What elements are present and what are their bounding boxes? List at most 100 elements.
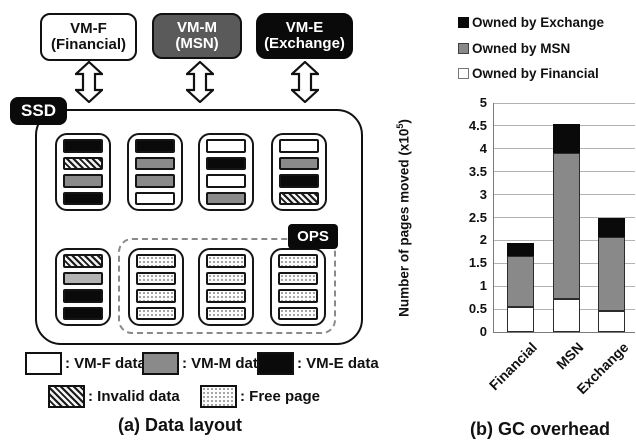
exchange-legend-swatch-icon [458,17,469,28]
caption-a: (a) Data layout [117,415,243,435]
invalid-swatch-icon [48,385,85,408]
ops-region [118,238,336,334]
vm-e-box: VM-E (Exchange) [256,13,353,59]
vm-e-subtitle: (Exchange) [264,35,345,52]
bar-segment [552,123,580,154]
flash-page-vmm [135,156,175,170]
flash-block [271,133,327,211]
bar-segment [597,236,625,312]
msn-legend-swatch-icon [458,43,469,54]
flash-page-free [206,254,246,268]
vm-m-name: VM-M [177,18,217,36]
stacked-bar-msn [552,123,580,332]
y-tick-label: 2 [479,232,487,248]
legend-item-vmf-data: : VM-F data [25,352,146,375]
caption-b: (b) GC overhead [469,419,611,439]
y-tick-label: 3 [479,186,487,202]
x-category-label: Financial [486,339,541,394]
y-tick-label: 0.5 [468,301,487,317]
stacked-bar-exchange [597,217,625,332]
flash-block [55,133,111,211]
flash-page-vmm [206,191,246,205]
vme-swatch-icon [257,352,294,375]
double-arrow-icon [186,61,214,103]
flash-page-free [278,306,318,320]
chart-legend-financial: Owned by Financial [458,66,599,81]
flash-page-vme [63,191,103,205]
flash-block-free [128,248,184,326]
chart-legend-msn: Owned by MSN [458,41,570,56]
vmf-swatch-icon [25,352,62,375]
flash-page-vme [63,139,103,153]
flash-block [127,133,183,211]
double-arrow-icon [75,61,103,103]
flash-page-vme [279,174,319,188]
y-tick-label: 1 [479,278,487,294]
vm-f-box: VM-F (Financial) [40,13,137,61]
flash-page-vmm [279,156,319,170]
bar-segment [506,306,534,332]
y-axis-title: Number of pages moved (x105) [395,119,412,317]
flash-page-free [206,271,246,285]
flash-page-free [136,289,176,303]
vm-f-name: VM-F [70,19,107,37]
financial-legend-swatch-icon [458,68,469,79]
flash-page-vmf [279,139,319,153]
flash-page-vmf [135,191,175,205]
flash-page-free [136,306,176,320]
flash-block-free [270,248,326,326]
bar-segment [597,311,625,332]
flash-page-vmm [135,174,175,188]
flash-page-free [136,254,176,268]
flash-page-free [206,289,246,303]
flash-page-free [136,271,176,285]
vmm-swatch-icon [142,352,179,375]
flash-page-vmm [63,174,103,188]
flash-block-free [198,248,254,326]
flash-page-free [278,254,318,268]
bar-segment [597,217,625,237]
flash-page-invalid [63,254,103,268]
free-swatch-icon [200,385,237,408]
flash-page-invalid [279,191,319,205]
chart-plot-area [493,102,635,333]
legend-item-vme-data: : VM-E data [257,352,379,375]
stacked-bar-financial [506,242,534,332]
flash-page-vme [206,156,246,170]
flash-page-vmf [206,174,246,188]
flash-page-vme [135,139,175,153]
flash-page-vmf [206,139,246,153]
flash-block [55,248,111,326]
legend-item-vmm-data: : VM-M data [142,352,266,375]
gridline [494,102,635,104]
flash-page-vme [63,306,103,320]
legend-item-invalid-data: : Invalid data [48,385,180,408]
vm-m-box: VM-M (MSN) [152,13,242,59]
flash-page-vme [63,289,103,303]
bar-segment [506,242,534,257]
ssd-label: SSD [10,97,67,125]
vm-e-name: VM-E [285,18,324,36]
bar-segment [552,153,580,299]
chart-legend-exchange: Owned by Exchange [458,15,604,30]
vm-f-subtitle: (Financial) [50,36,126,53]
flash-page-vmm_light [63,271,103,285]
bar-segment [506,256,534,307]
flash-page-free [206,306,246,320]
ops-label: OPS [288,224,338,249]
x-category-label: MSN [552,339,587,373]
flash-page-free [278,271,318,285]
y-tick-label: 2.5 [468,209,487,225]
y-tick-label: 0 [479,324,487,339]
y-tick-label: 4.5 [468,117,487,133]
bar-segment [552,299,580,332]
flash-page-free [278,289,318,303]
flash-block [198,133,254,211]
flash-page-invalid [63,156,103,170]
legend-item-free-page: : Free page [200,385,320,408]
y-tick-label: 4 [479,140,487,156]
y-tick-label: 1.5 [468,255,487,271]
y-tick-label: 3.5 [468,163,487,179]
vm-m-subtitle: (MSN) [175,35,219,52]
